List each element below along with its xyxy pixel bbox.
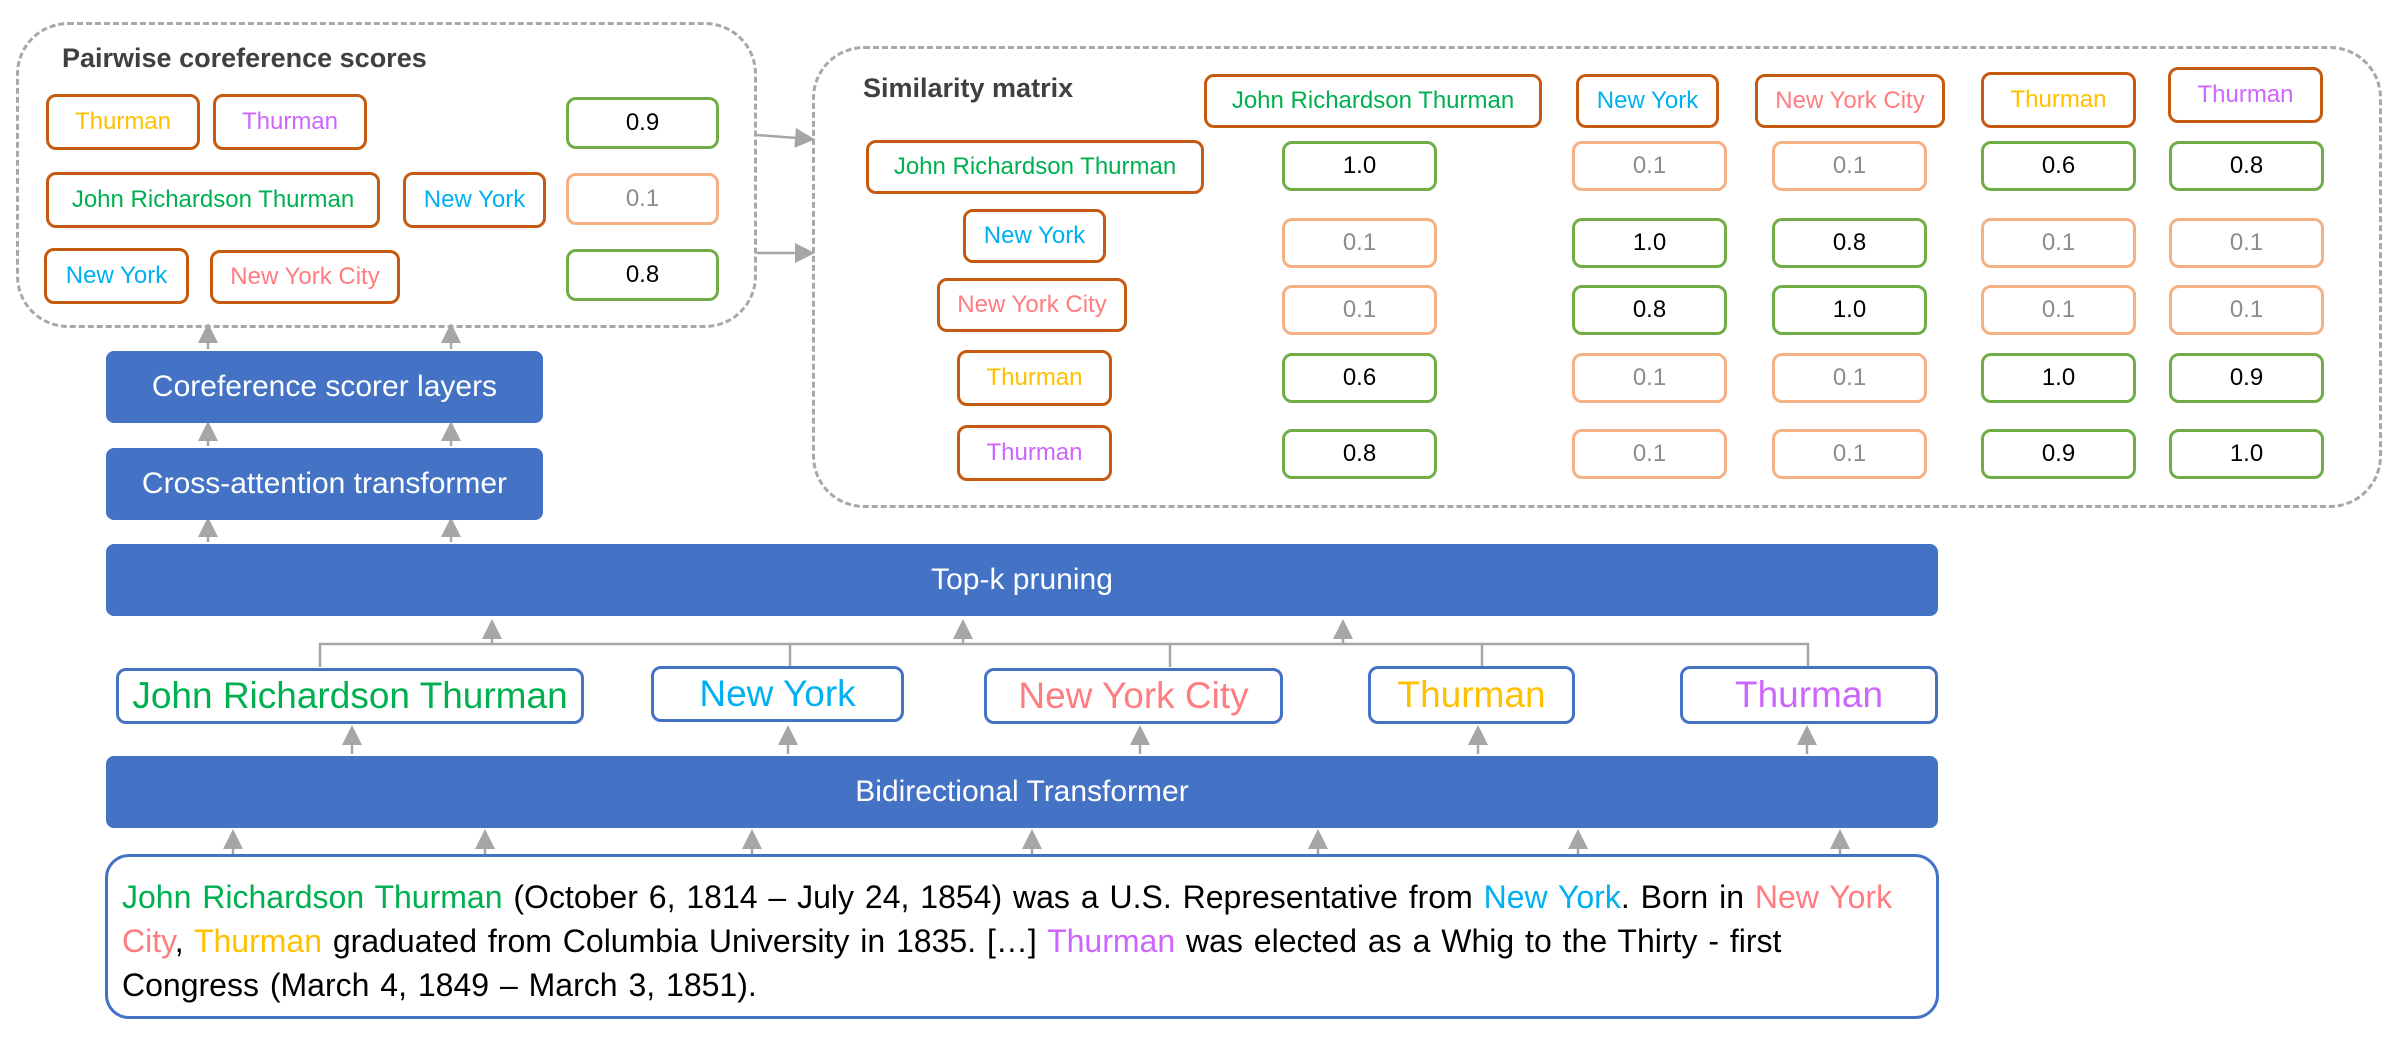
- matrix-cell: 0.1: [1772, 429, 1927, 479]
- matrix-row-header: New York City: [937, 278, 1127, 332]
- matrix-cell: 0.6: [1981, 141, 2136, 191]
- matrix-row-header: New York: [963, 209, 1106, 263]
- matrix-cell: 0.1: [1572, 141, 1727, 191]
- matrix-row-header: John Richardson Thurman: [866, 140, 1204, 194]
- similarity-title: Similarity matrix: [863, 73, 1074, 103]
- matrix-cell: 0.1: [1282, 285, 1437, 335]
- bracket-line: [318, 642, 1810, 667]
- arrow: [756, 127, 815, 148]
- similarity-panel: [812, 46, 2382, 508]
- matrix-cell: 0.1: [1282, 218, 1437, 268]
- pair-score: 0.1: [566, 173, 719, 225]
- matrix-cell: 0.1: [2169, 218, 2324, 268]
- matrix-cell: 0.1: [2169, 285, 2324, 335]
- matrix-cell: 0.1: [1572, 429, 1727, 479]
- matrix-cell: 1.0: [1981, 353, 2136, 403]
- pair-mention: Thurman: [213, 94, 367, 150]
- passage-line: Congress (March 4, 1849 – March 3, 1851)…: [122, 963, 1922, 1007]
- pair-mention: New York: [44, 248, 189, 304]
- passage-mention: New York: [1754, 879, 1893, 915]
- matrix-cell: 0.1: [1572, 353, 1727, 403]
- mention-span: John Richardson Thurman: [116, 668, 584, 724]
- matrix-col-header: John Richardson Thurman: [1204, 74, 1542, 128]
- passage-mention: City: [122, 923, 175, 959]
- coreference-scorer-layers: Coreference scorer layers: [106, 351, 543, 423]
- passage-line: City, Thurman graduated from Columbia Un…: [122, 919, 1922, 963]
- passage-mention: John Richardson Thurman: [122, 879, 503, 915]
- pairwise-panel: [16, 22, 757, 328]
- pair-score: 0.8: [566, 249, 719, 301]
- top-k-pruning: Top-k pruning: [106, 544, 1938, 616]
- passage-text: Congress (March 4, 1849 – March 3, 1851)…: [122, 967, 757, 1003]
- passage-mention: Thurman: [193, 923, 322, 959]
- matrix-row-header: Thurman: [957, 425, 1112, 481]
- input-passage: John Richardson Thurman (October 6, 1814…: [105, 854, 1939, 1019]
- matrix-cell: 0.1: [1981, 218, 2136, 268]
- matrix-col-header: New York: [1576, 74, 1719, 128]
- cross-attention-transformer: Cross-attention transformer: [106, 448, 543, 520]
- mention-span: Thurman: [1680, 666, 1938, 724]
- matrix-col-header: New York City: [1755, 74, 1945, 128]
- matrix-cell: 0.8: [1572, 285, 1727, 335]
- matrix-cell: 0.1: [1772, 353, 1927, 403]
- matrix-col-header: Thurman: [2168, 67, 2323, 123]
- pair-mention: New York: [403, 172, 546, 228]
- pair-score: 0.9: [566, 97, 719, 149]
- passage-line: John Richardson Thurman (October 6, 1814…: [122, 875, 1922, 919]
- matrix-cell: 0.8: [1772, 218, 1927, 268]
- passage-mention: New York: [1483, 879, 1621, 915]
- mention-span: New York City: [984, 668, 1283, 724]
- passage-text: ,: [174, 923, 194, 959]
- pair-mention: John Richardson Thurman: [46, 172, 380, 228]
- passage-mention: Thurman: [1047, 923, 1176, 959]
- matrix-cell: 0.8: [2169, 141, 2324, 191]
- matrix-cell: 0.9: [1981, 429, 2136, 479]
- matrix-cell: 1.0: [1572, 218, 1727, 268]
- matrix-cell: 0.1: [1772, 141, 1927, 191]
- matrix-cell: 0.6: [1282, 353, 1437, 403]
- pair-mention: New York City: [210, 250, 400, 304]
- mention-span: Thurman: [1368, 666, 1575, 724]
- matrix-row-header: Thurman: [957, 350, 1112, 406]
- pairwise-title: Pairwise coreference scores: [62, 43, 427, 73]
- passage-text: graduated from Columbia University in 18…: [321, 923, 1048, 959]
- matrix-col-header: Thurman: [1981, 72, 2136, 128]
- passage-text: . Born in: [1620, 879, 1755, 915]
- mention-span: New York: [651, 666, 904, 722]
- passage-text: was elected as a Whig to the Thirty - fi…: [1175, 923, 1782, 959]
- pair-mention: Thurman: [46, 94, 200, 150]
- passage-text: (October 6, 1814 – July 24, 1854) was a …: [502, 879, 1484, 915]
- matrix-cell: 0.9: [2169, 353, 2324, 403]
- matrix-cell: 1.0: [1772, 285, 1927, 335]
- bidirectional-transformer: Bidirectional Transformer: [106, 756, 1938, 828]
- matrix-cell: 0.8: [1282, 429, 1437, 479]
- matrix-cell: 1.0: [1282, 141, 1437, 191]
- matrix-cell: 0.1: [1981, 285, 2136, 335]
- matrix-cell: 1.0: [2169, 429, 2324, 479]
